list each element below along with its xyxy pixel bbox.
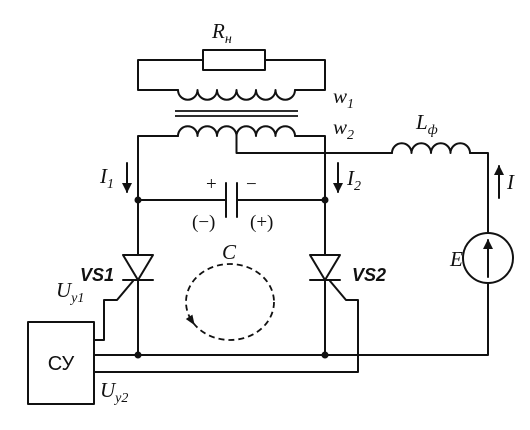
gate-signal-2-subscript: у2	[113, 391, 128, 406]
gate-signal-1-label: Uу1	[56, 278, 84, 306]
thyristor-right	[309, 254, 341, 281]
discharge-loop-arrow-icon	[185, 314, 195, 326]
winding-secondary	[177, 125, 296, 137]
thyristor-right-label: VS2	[352, 265, 386, 285]
thyristor-left-label: VS1	[80, 265, 114, 285]
filter-inductor-subscript: ф	[428, 123, 438, 138]
load-resistor-subscript: н	[225, 32, 232, 47]
winding-secondary-subscript: 2	[347, 128, 354, 143]
current-left-symbol: I	[99, 164, 108, 188]
current-right-subscript: 2	[354, 179, 361, 194]
filter-inductor-symbol: L	[415, 110, 428, 134]
load-resistor-symbol: R	[211, 19, 225, 43]
winding-primary-subscript: 1	[347, 97, 354, 112]
load-resistor-label: Rн	[211, 19, 232, 47]
wire-gate-left	[93, 280, 134, 341]
control-unit-box	[27, 321, 95, 405]
wire-left-leg-upper	[137, 135, 179, 256]
junction-dot-rail-left	[134, 351, 142, 359]
supply-current-label: I	[506, 170, 515, 194]
winding-primary	[177, 89, 296, 101]
capacitor-plus-alt-sign: (+)	[250, 212, 273, 233]
gate-signal-1-symbol: U	[56, 278, 73, 302]
control-unit-label: СУ	[48, 353, 75, 375]
wire-bottom-rail	[93, 282, 489, 356]
capacitor-minus-alt-sign: (−)	[192, 212, 215, 233]
wire-gate-right	[93, 280, 359, 373]
wire-center-tap	[235, 135, 393, 154]
discharge-loop-path	[185, 263, 275, 341]
gate-signal-2-label: Uу2	[100, 378, 128, 406]
junction-dot-rail-right	[321, 351, 329, 359]
winding-primary-label: w1	[333, 84, 354, 112]
current-left-subscript: 1	[107, 177, 114, 192]
wire-load-right	[264, 59, 326, 91]
current-right-symbol: I	[346, 166, 355, 190]
current-right-label: I2	[346, 166, 361, 194]
filter-inductor	[391, 142, 471, 154]
gate-signal-2-symbol: U	[100, 378, 117, 402]
filter-inductor-label: Lф	[415, 110, 438, 138]
winding-secondary-symbol: w	[333, 115, 347, 139]
thyristor-left	[122, 254, 154, 281]
voltage-source-label: E	[449, 247, 463, 271]
current-left-label: I1	[99, 164, 114, 192]
junction-dot-cap-right	[321, 196, 329, 204]
capacitor-minus-sign: −	[246, 174, 257, 195]
wire-load-left	[137, 59, 204, 91]
load-resistor	[202, 49, 266, 71]
wire-right-leg-upper	[294, 135, 326, 256]
junction-dot-cap-left	[134, 196, 142, 204]
winding-secondary-label: w2	[333, 115, 354, 143]
capacitor-label: C	[222, 240, 237, 264]
wire-inductor-to-source	[469, 152, 489, 234]
gate-signal-1-subscript: у1	[69, 291, 84, 306]
winding-primary-symbol: w	[333, 84, 347, 108]
capacitor-plus-sign: +	[206, 174, 217, 195]
